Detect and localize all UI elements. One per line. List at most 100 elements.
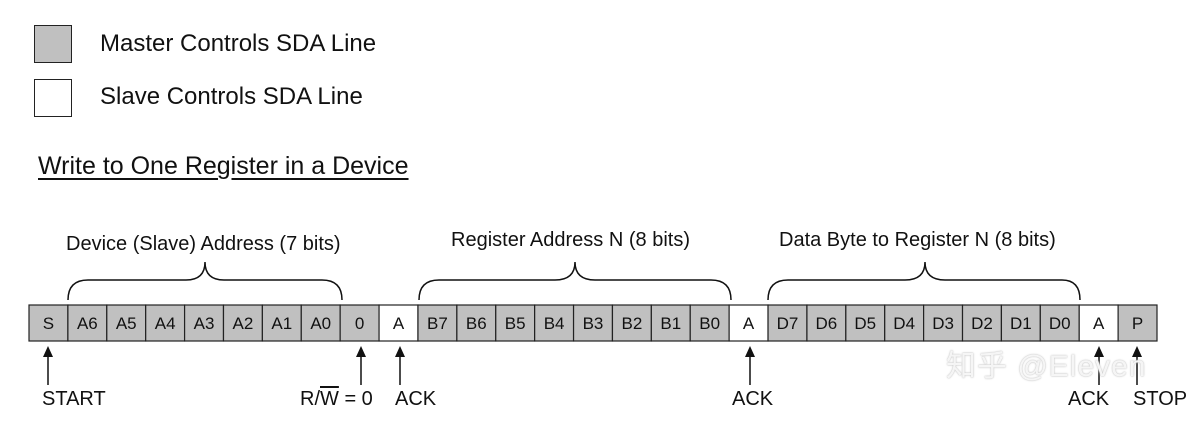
frame-cell: D2: [961, 304, 1003, 342]
frame-cell: A3: [183, 304, 225, 342]
frame-cell-box: [261, 304, 302, 342]
frame-cell-box: [456, 304, 497, 342]
frame-cell: A4: [145, 304, 186, 342]
frame-cell: B7: [417, 304, 458, 342]
watermark: 知乎 @Eleven: [946, 350, 1147, 383]
frame-cell-box: [183, 304, 225, 342]
frame-cell-box: [1078, 304, 1119, 342]
frame-cell-label: S: [43, 314, 54, 333]
ack-label-2: ACK: [732, 388, 774, 410]
frame-cell: D5: [845, 304, 886, 342]
group-brace-register-address: [418, 261, 732, 301]
frame-cell: D6: [806, 304, 847, 342]
group-brace-device-address: [67, 261, 343, 301]
frame-cell-label: D0: [1049, 314, 1071, 333]
frame-cell-label: B4: [544, 314, 565, 333]
frame-cell-box: [28, 304, 69, 342]
frame-cell: 0: [339, 304, 380, 342]
frame-cell: B1: [650, 304, 691, 342]
frame-cell-box: [806, 304, 847, 342]
stop-label: STOP: [1133, 388, 1187, 410]
frame-cell-box: [961, 304, 1003, 342]
rw-label: R/W = 0: [300, 388, 373, 410]
frame-cell-label: B0: [699, 314, 720, 333]
frame-cell-label: A2: [233, 314, 254, 333]
frame-cell-label: D5: [854, 314, 876, 333]
frame-cell: A5: [106, 304, 147, 342]
frame-cell-label: A: [743, 314, 755, 333]
frame-cell: A1: [261, 304, 302, 342]
frame-cell-box: [611, 304, 652, 342]
frame-cell-box: [417, 304, 458, 342]
frame-cell: D3: [923, 304, 964, 342]
rw-label-prefix: R/: [300, 388, 320, 410]
frame-cell-label: D6: [816, 314, 838, 333]
frame-cell-label: A6: [77, 314, 98, 333]
frame-cell-label: D7: [777, 314, 799, 333]
frame-cell: A6: [67, 304, 108, 342]
frame-cell: A0: [300, 304, 341, 342]
rw-label-suffix: = 0: [339, 388, 373, 410]
frame-cell: D4: [884, 304, 925, 342]
start-arrow: [43, 346, 53, 385]
frame-cell-box: [339, 304, 380, 342]
ack-label-1: ACK: [395, 388, 437, 410]
frame-cell-box: [222, 304, 263, 342]
frame-cell-label: D2: [971, 314, 993, 333]
legend-slave-swatch: [34, 79, 72, 117]
frame-cell: B4: [534, 304, 575, 342]
frame-cell: S: [28, 304, 69, 342]
legend-slave-label: Slave Controls SDA Line: [100, 83, 363, 110]
frame-cell: D0: [1039, 304, 1080, 342]
frame-cell-box: [495, 304, 536, 342]
ack-arrow-3: [1094, 346, 1104, 385]
frame-cell-label: B2: [621, 314, 642, 333]
frame-cell: D1: [1000, 304, 1041, 342]
stop-arrow: [1132, 346, 1142, 385]
frame-cell-label: 0: [355, 314, 364, 333]
rw-label-bar: W: [320, 388, 339, 410]
frame-cell-label: D1: [1010, 314, 1032, 333]
frame-cell-box: [1117, 304, 1158, 342]
frame-cell-box: [1039, 304, 1080, 342]
frame-cell-box: [300, 304, 341, 342]
frame-cell: B3: [572, 304, 614, 342]
frame-cell-box: [378, 304, 419, 342]
frame-cell-label: A3: [194, 314, 215, 333]
ack-label-3: ACK: [1068, 388, 1110, 410]
frame-cell-label: A0: [310, 314, 331, 333]
frame-cell-box: [106, 304, 147, 342]
frame-cell: B5: [495, 304, 536, 342]
frame-cell-label: B5: [505, 314, 526, 333]
frame-cell-label: A5: [116, 314, 137, 333]
frame-cell-label: B7: [427, 314, 448, 333]
frame-cell-box: [689, 304, 730, 342]
frame-cell: B2: [611, 304, 652, 342]
group-label-device-address: Device (Slave) Address (7 bits): [66, 233, 341, 255]
frame-cell: A: [378, 304, 419, 342]
frame-cell-label: P: [1132, 314, 1143, 333]
frame-cell: D7: [767, 304, 808, 342]
ack-arrow-1: [395, 346, 405, 385]
frame-cell: B0: [689, 304, 730, 342]
frame-cell-label: B6: [466, 314, 487, 333]
rw-arrow: [356, 346, 366, 385]
frame-cell-box: [572, 304, 614, 342]
group-brace-data-byte: [767, 261, 1081, 301]
frame-cell-label: B3: [583, 314, 604, 333]
frame-cell: B6: [456, 304, 497, 342]
diagram-title: Write to One Register in a Device: [38, 152, 409, 180]
frame-cell: P: [1117, 304, 1158, 342]
frame-cells: S A6 A5 A4 A3 A2 A1 A0 0 A B7 B6 B5 B4 B3 B2 B1 B0 A D7 D6 D5…: [28, 304, 1158, 342]
frame-cell-label: A1: [271, 314, 292, 333]
frame-cell-label: D4: [893, 314, 915, 333]
frame-cell-label: A: [1093, 314, 1105, 333]
frame-cell-label: A4: [155, 314, 176, 333]
frame-cell-label: A: [393, 314, 405, 333]
frame-cell-box: [67, 304, 108, 342]
group-label-data-byte: Data Byte to Register N (8 bits): [779, 229, 1056, 251]
frame-cell: A: [728, 304, 769, 342]
legend-master-swatch: [34, 25, 72, 63]
frame-cell-label: B1: [660, 314, 681, 333]
